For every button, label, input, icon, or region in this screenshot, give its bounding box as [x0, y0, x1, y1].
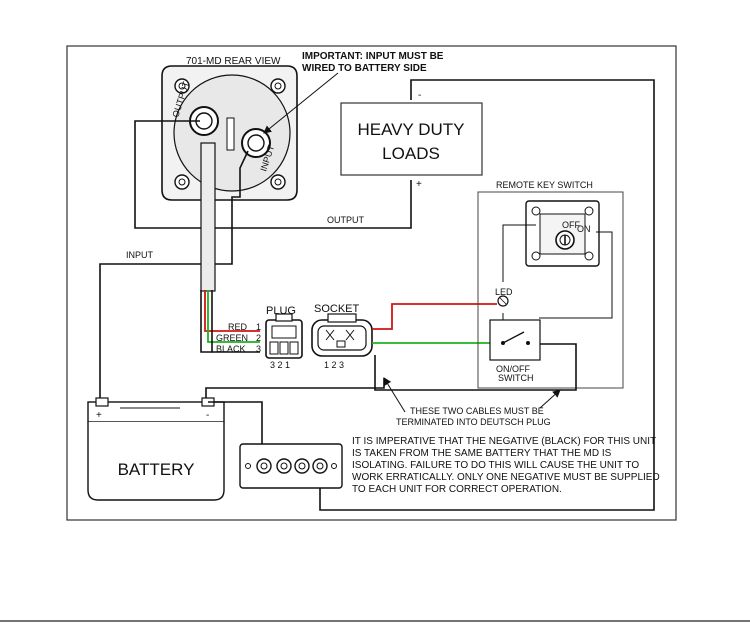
socket-label: SOCKET — [314, 303, 360, 315]
key-on-label: ON — [577, 224, 591, 234]
red-wire-label: RED — [228, 322, 248, 332]
heavy-duty-loads-box — [340, 102, 483, 176]
loads-title-line-2: LOADS — [382, 144, 440, 163]
rear-view-label: 701-MD REAR VIEW — [186, 56, 281, 67]
important-note-line-1: IMPORTANT: INPUT MUST BE — [302, 51, 444, 62]
negative-note-line-1: IT IS IMPERATIVE THAT THE NEGATIVE (BLAC… — [352, 436, 656, 447]
led-red-wire — [372, 303, 497, 330]
negative-note-line-5: TO EACH UNIT FOR CORRECT OPERATION. — [352, 484, 562, 495]
loads-negative-wire — [319, 79, 655, 511]
on-off-switch-label-1: ON/OFF — [496, 364, 530, 374]
battery-negative-label: - — [206, 410, 209, 421]
key-switch-wire-right — [539, 231, 613, 319]
key-switch-wire-left — [502, 224, 536, 282]
output-wire-label: OUTPUT — [327, 215, 365, 225]
battery-icon — [87, 397, 225, 501]
harness-green-wire — [207, 290, 260, 343]
green-wire-label: GREEN — [216, 333, 248, 343]
cables-arrow-2 — [539, 389, 561, 409]
input-terminal-icon — [241, 128, 271, 158]
control-harness — [200, 142, 216, 292]
on-off-switch-icon — [489, 313, 541, 361]
negative-note-line-3: ISOLATING. FAILURE TO DO THIS WILL CAUSE… — [352, 460, 639, 471]
switch-black-wire — [374, 343, 577, 391]
led-label: LED — [495, 287, 513, 297]
deutsch-plug — [265, 313, 303, 359]
mount-bolt-icon — [270, 78, 286, 94]
plug-pin-3-label: 3 — [256, 344, 261, 354]
key-icon — [555, 230, 575, 250]
cables-note-line-2: TERMINATED INTO DEUTSCH PLUG — [396, 417, 551, 427]
loads-negative-label: - — [418, 90, 421, 101]
important-note-line-2: WIRED TO BATTERY SIDE — [302, 63, 427, 74]
diagram-frame — [66, 45, 677, 521]
plug-pin-1-label: 1 — [256, 322, 261, 332]
key-switch-panel — [525, 200, 600, 267]
socket-pin-order: 1 2 3 — [324, 360, 344, 370]
battery-isolator-switch: OUTPUT INPUT — [161, 65, 298, 201]
important-arrow — [263, 72, 339, 134]
input-wire — [99, 150, 249, 398]
led-icon — [497, 295, 509, 307]
remote-key-switch-frame — [477, 191, 624, 389]
negative-terminal-block — [239, 443, 343, 489]
harness-black-wire-2 — [200, 290, 212, 353]
deutsch-socket — [311, 313, 373, 357]
black-wire-label: BLACK — [216, 344, 246, 354]
cables-note-line-1: THESE TWO CABLES MUST BE — [410, 406, 544, 416]
loads-positive-label: + — [416, 179, 422, 190]
key-off-label: OFF — [562, 220, 580, 230]
input-wire-label: INPUT — [126, 250, 154, 260]
cables-arrow-1 — [383, 377, 406, 413]
battery-label: BATTERY — [118, 460, 195, 479]
on-off-switch-label-2: SWITCH — [498, 373, 534, 383]
plug-label: PLUG — [266, 305, 296, 317]
plug-pin-order: 3 2 1 — [270, 360, 290, 370]
remote-key-switch-label: REMOTE KEY SWITCH — [496, 180, 593, 190]
battery-positive-label: + — [96, 410, 102, 421]
output-wire — [134, 120, 412, 229]
battery-ground-wire — [205, 378, 385, 400]
plug-pin-2-label: 2 — [256, 333, 261, 343]
loads-title-line-1: HEAVY DUTY — [357, 120, 464, 139]
negative-note-line-2: IS TAKEN FROM THE SAME BATTERY THAT THE … — [352, 448, 612, 459]
mount-bolt-icon — [174, 78, 190, 94]
harness-red-wire — [204, 290, 260, 332]
negative-note-line-4: WORK ERRATICALLY. ONLY ONE NEGATIVE MUST… — [352, 472, 660, 483]
mount-bolt-icon — [174, 174, 190, 190]
mount-bolt-icon — [270, 174, 286, 190]
